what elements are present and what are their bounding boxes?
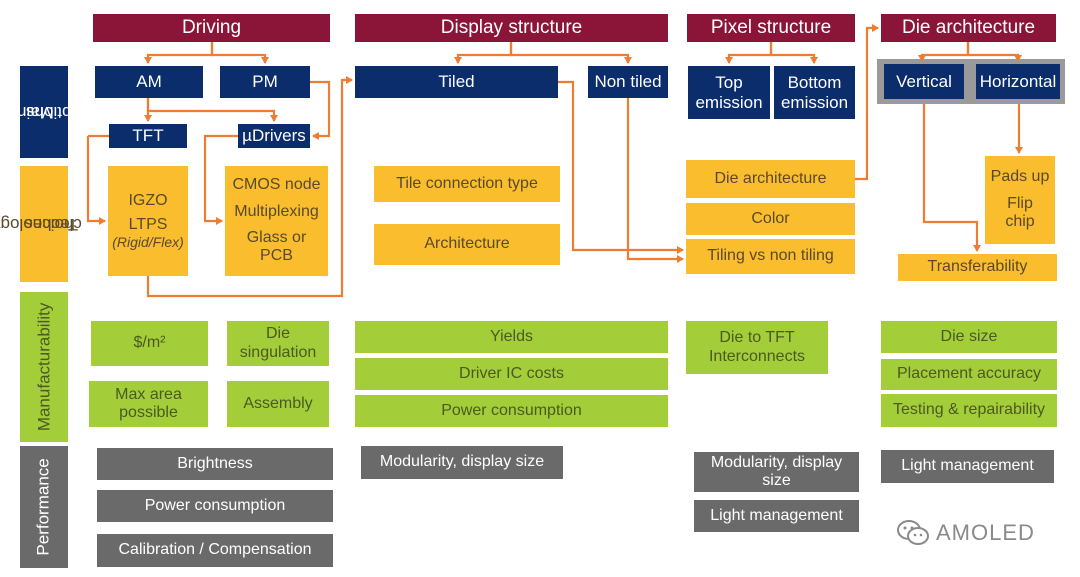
mfg-max-area-line1: Max area bbox=[115, 385, 182, 403]
mfg-yields: Yields bbox=[355, 321, 668, 353]
tech-tft-materials: IGZO LTPS (Rigid/Flex) bbox=[108, 166, 188, 276]
category-pixel-structure: Pixel structure bbox=[687, 14, 855, 42]
watermark: AMOLED bbox=[896, 516, 1066, 550]
arrow-driving-to-pm bbox=[210, 42, 269, 64]
tech-transferability: Transferability bbox=[898, 254, 1057, 281]
arrow-vertical-to-transferability bbox=[922, 104, 981, 252]
tech-multiplexing: Multiplexing bbox=[234, 202, 319, 220]
option-vertical: Vertical bbox=[884, 64, 964, 99]
option-bottom-emission-line2: emission bbox=[780, 92, 849, 112]
arrow-pixel-to-bottom bbox=[769, 42, 818, 64]
tech-color: Color bbox=[686, 203, 855, 235]
perf-light-management-die: Light management bbox=[881, 450, 1054, 483]
row-label-performance-text: Performance bbox=[34, 458, 54, 556]
perf-modularity-display-size: Modularity, display size bbox=[361, 446, 563, 479]
perf-brightness: Brightness bbox=[97, 448, 333, 480]
tech-pads-flip: Pads up Flip chip bbox=[985, 156, 1055, 244]
mfg-die-singulation-line1: Die bbox=[265, 325, 290, 343]
mfg-assembly: Assembly bbox=[227, 381, 329, 427]
row-label-technology-line2: choices bbox=[24, 214, 82, 234]
tech-driver-options: CMOS node Multiplexing Glass or PCB bbox=[225, 166, 328, 276]
arrow-non-tiled-to-tiling bbox=[626, 98, 684, 263]
tech-glass-or: Glass or bbox=[246, 229, 307, 246]
wechat-icon bbox=[897, 520, 929, 545]
arrow-driving-to-am bbox=[144, 42, 214, 64]
mfg-placement-accuracy: Placement accuracy bbox=[881, 359, 1057, 390]
perf-modularity-line2: size bbox=[762, 472, 791, 489]
tech-ltps: LTPS bbox=[128, 215, 168, 233]
arrow-display-to-non-tiled bbox=[509, 42, 632, 64]
arrow-die-arch-link bbox=[855, 24, 879, 181]
watermark-text: AMOLED bbox=[936, 520, 1035, 545]
arrow-pixel-to-top bbox=[725, 42, 773, 64]
mfg-testing-repairability: Testing & repairability bbox=[881, 394, 1057, 427]
tech-pcb: PCB bbox=[260, 247, 293, 265]
arrow-pm-to-udrivers bbox=[310, 80, 331, 140]
mfg-die-to-tft-line1: Die to TFT bbox=[719, 329, 795, 347]
tech-flip: Flip bbox=[1007, 194, 1033, 212]
mfg-die-size: Die size bbox=[881, 321, 1057, 353]
option-bottom-emission-line1: Bottom bbox=[787, 72, 842, 92]
perf-power-consumption: Power consumption bbox=[97, 490, 333, 522]
option-top-emission-line1: Top bbox=[715, 72, 743, 92]
category-display-structure: Display structure bbox=[355, 14, 668, 42]
perf-light-management-pixel: Light management bbox=[694, 500, 859, 532]
mfg-driver-ic-costs: Driver IC costs bbox=[355, 358, 668, 390]
tech-chip: chip bbox=[1005, 213, 1035, 231]
mfg-power-consumption: Power consumption bbox=[355, 395, 668, 427]
tech-tiling-vs-non-tiling: Tiling vs non tiling bbox=[686, 239, 855, 274]
option-tft: TFT bbox=[109, 124, 187, 148]
option-non-tiled: Non tiled bbox=[588, 66, 668, 98]
row-label-performance: Performance bbox=[20, 446, 68, 568]
tech-pads-up: Pads up bbox=[990, 168, 1050, 186]
perf-calibration: Calibration / Compensation bbox=[97, 534, 333, 567]
option-top-emission-line2: emission bbox=[695, 92, 763, 112]
option-udrivers: µDrivers bbox=[238, 124, 310, 148]
row-label-main-options-line2: options bbox=[25, 102, 81, 122]
option-tiled: Tiled bbox=[355, 66, 558, 98]
option-pm: PM bbox=[220, 66, 310, 98]
category-die-architecture: Die architecture bbox=[881, 14, 1056, 42]
perf-modularity-line1: Modularity, display bbox=[710, 453, 843, 471]
tech-architecture: Architecture bbox=[374, 224, 560, 265]
tech-die-architecture: Die architecture bbox=[686, 160, 855, 198]
tech-rigid-flex: (Rigid/Flex) bbox=[112, 234, 184, 251]
arrow-tiled-to-tiling bbox=[558, 80, 684, 254]
tech-tile-connection-type: Tile connection type bbox=[374, 166, 560, 202]
tech-cmos-node: CMOS node bbox=[232, 176, 321, 194]
option-am: AM bbox=[95, 66, 203, 98]
mfg-die-singulation-line2: singulation bbox=[239, 343, 317, 361]
arrow-am-to-udrivers bbox=[146, 98, 278, 122]
row-label-manufacturability: Manufacturability bbox=[20, 292, 68, 442]
mfg-die-to-tft-line2: Interconnects bbox=[708, 347, 806, 365]
mfg-cost-per-area: $/m² bbox=[91, 321, 208, 366]
row-label-manufacturability-text: Manufacturability bbox=[34, 302, 54, 432]
tech-igzo: IGZO bbox=[128, 191, 168, 209]
mfg-max-area-line2: possible bbox=[119, 404, 178, 421]
arrow-display-to-tiled bbox=[454, 42, 513, 64]
arrow-tft-to-materials bbox=[86, 134, 109, 221]
category-driving: Driving bbox=[93, 14, 330, 42]
option-horizontal: Horizontal bbox=[976, 64, 1060, 99]
